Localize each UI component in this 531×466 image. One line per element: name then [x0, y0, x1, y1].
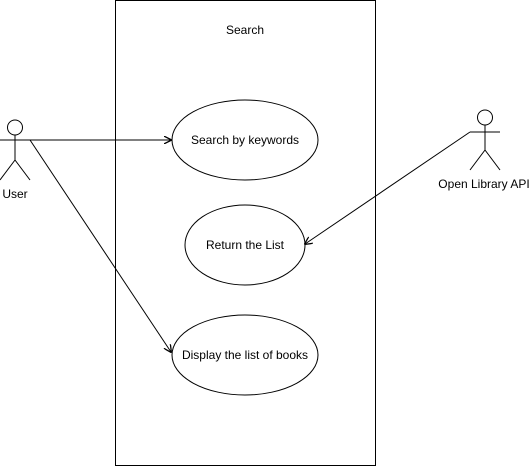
use-case-return-the-list-label: Return the List	[205, 238, 285, 252]
actor-user-label: User	[2, 187, 28, 201]
system-boundary-title: Search	[225, 23, 265, 37]
actor-user-icon[interactable]	[0, 119, 31, 181]
use-case-display-list-of-books[interactable]	[171, 314, 319, 396]
association-user-display[interactable]	[29, 139, 171, 352]
use-case-search-by-keywords[interactable]	[171, 99, 319, 181]
association-api-return[interactable]	[305, 131, 471, 244]
use-case-search-by-keywords-label: Search by keywords	[190, 133, 300, 147]
actor-open-library-api-label: Open Library API	[438, 177, 530, 191]
use-case-display-list-of-books-label: Display the list of books	[181, 348, 309, 362]
actor-open-library-api-icon[interactable]	[469, 109, 501, 171]
